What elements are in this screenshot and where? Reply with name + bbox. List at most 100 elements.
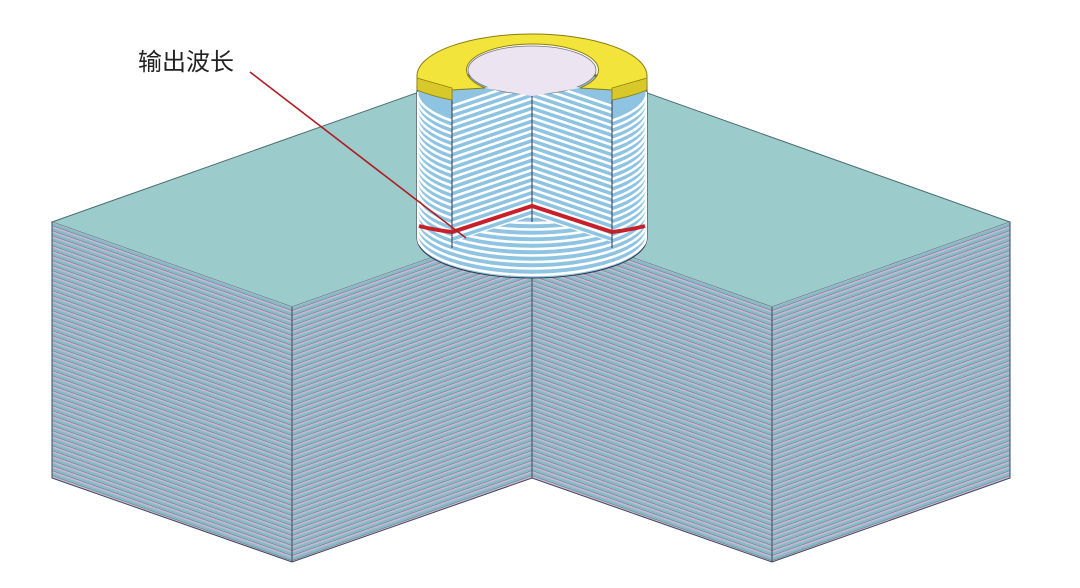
dbr-layer-line [52,297,292,386]
dbr-layer-line [532,422,772,511]
dbr-layer-line [532,312,772,401]
dbr-layer-line [772,317,1010,406]
layer-edge-line [52,285,292,371]
layer-edge-line [772,350,1010,436]
dbr-layer-line [292,392,532,481]
layer-edge-line [52,370,292,456]
dbr-layer-line [52,247,292,336]
layer-edge-line [292,380,532,466]
dbr-layer-line [772,407,1010,496]
dbr-layer-line [532,407,772,496]
dbr-layer-line [292,407,532,496]
layer-edge-line [52,415,292,501]
dbr-layer-line [532,467,772,556]
mirror-layer-line [417,195,647,238]
dbr-layer-line [772,267,1010,356]
layer-edge-line [532,275,772,361]
layer-edge-line [772,365,1010,451]
dbr-layer-line [292,327,532,416]
layer-edge-line [292,475,532,561]
dbr-layer-line [52,427,292,516]
dbr-layer-line [772,232,1010,321]
dbr-layer-line [772,272,1010,361]
dbr-layer-line [532,302,772,391]
dbr-layer-line [52,302,292,391]
dbr-layer-line [292,342,532,431]
layer-edge-line [292,265,532,351]
layer-edge-line [532,305,772,391]
layer-edge-line [532,285,772,371]
layer-edge-line [532,440,772,526]
layer-edge-line [292,300,532,386]
dbr-layer-line [532,447,772,536]
dbr-layer-line [532,387,772,476]
mirror-layer-line [452,103,532,134]
layer-edge-line [772,415,1010,501]
dbr-layer-line [52,472,292,561]
layer-edge-line [52,470,292,556]
layer-edge-line [52,400,292,486]
layer-edge-line [292,410,532,496]
mirror-layer-line [452,207,532,238]
layer-edge-line [292,365,532,451]
layer-edge-line [52,385,292,471]
dbr-layer-line [52,267,292,356]
mirror-layer-line [452,162,532,192]
dbr-layer-line [52,362,292,451]
mirror-layer-line [532,207,612,238]
layer-edge-line [532,425,772,511]
mirror-layer-line [417,221,647,264]
layer-edge-line [772,320,1010,406]
layer-edge-line [532,330,772,416]
dbr-layer-line [772,402,1010,491]
layer-edge-line [292,430,532,516]
mirror-layer-line [452,155,532,186]
layer-edge-line [292,290,532,376]
mirror-layer-line [417,189,647,231]
dbr-layer-line [52,292,292,381]
dbr-layer-line [532,367,772,456]
layer-edge-line [292,420,532,506]
mirror-layer-line [532,149,612,179]
dbr-layer-line [772,467,1010,556]
layer-edge-line [772,395,1010,481]
dbr-layer-line [292,302,532,391]
layer-edge-line [772,230,1010,316]
layer-edge-line [532,295,772,381]
layer-edge-line [532,290,772,376]
mirror-layer-line [452,201,532,231]
dbr-layer-line [532,267,772,356]
layer-edge-line [772,360,1010,446]
layer-edge-line [292,465,532,551]
layer-group [52,222,292,562]
layer-edge-line [52,290,292,376]
layer-edge-line [772,375,1010,461]
layer-edge-line [532,300,772,386]
dbr-layer-line [292,472,532,561]
mirror-layer-line [452,194,532,225]
dbr-layer-line [532,322,772,411]
layer-edge-line [292,270,532,356]
layer-edge-line [292,375,532,461]
dbr-layer-line [772,382,1010,471]
dbr-layer-line [292,292,532,381]
dbr-layer-line [532,462,772,551]
layer-edge-line [532,460,772,546]
mirror-layer-line [532,103,612,134]
dbr-layer-line [532,392,772,481]
dbr-layer-line [532,372,772,461]
layer-edge-line [52,355,292,441]
layer-edge-line [532,400,772,486]
layer-edge-line [772,275,1010,361]
aperture-cut [485,73,580,96]
dbr-layer-line [532,307,772,396]
dbr-layer-line [772,342,1010,431]
dbr-layer-line [292,382,532,471]
layer-edge-line [52,335,292,421]
dbr-layer-line [772,392,1010,481]
layer-edge-line [52,360,292,446]
layer-edge-line [52,240,292,326]
dbr-layer-line [292,297,532,386]
dbr-layer-line [772,332,1010,421]
layer-edge-line [292,405,532,491]
